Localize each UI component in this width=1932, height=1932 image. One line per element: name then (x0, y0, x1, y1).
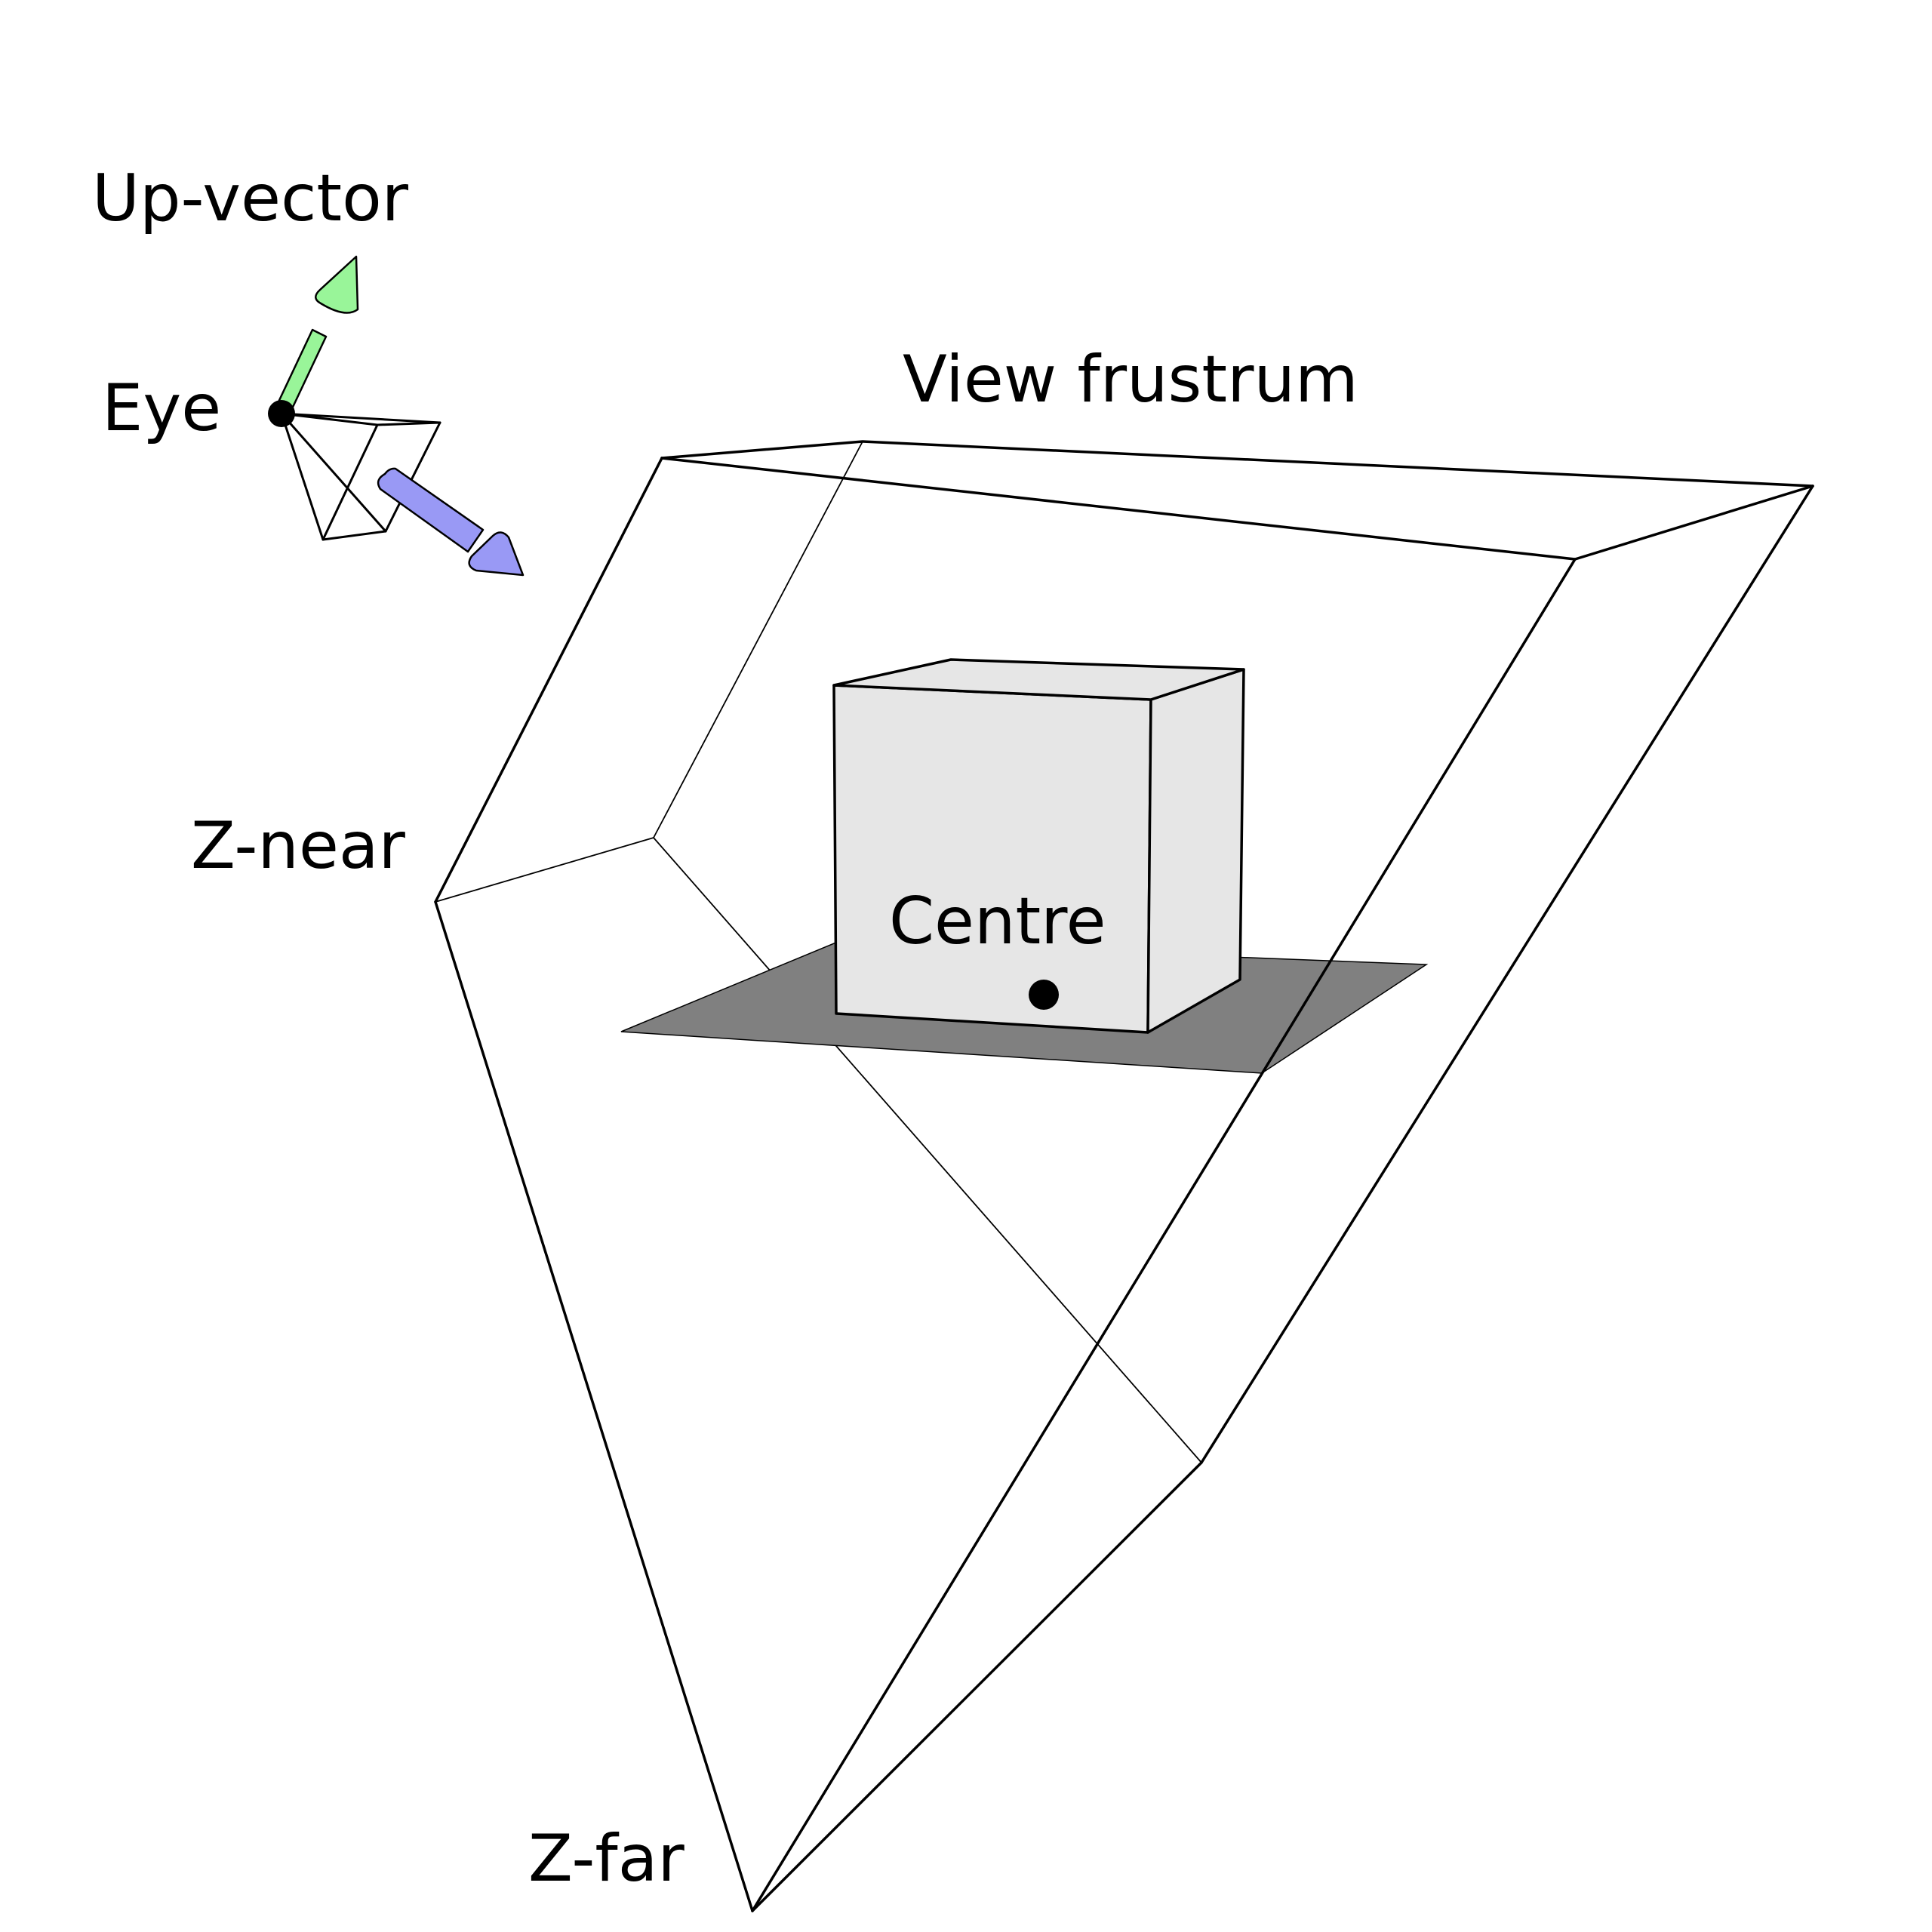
up-vector-arrow-icon (274, 255, 359, 417)
eye-label: Eye (102, 371, 221, 446)
left-lower-edge (434, 900, 754, 1912)
z-near-label: Z-near (191, 808, 406, 884)
camera-icon (280, 412, 441, 541)
box-side-face (1146, 668, 1245, 1034)
hidden-edge-left (435, 837, 654, 903)
box-top-face (832, 658, 1245, 701)
box-front-face (832, 684, 1152, 1034)
hidden-edge-top (653, 441, 863, 838)
view-frustum-label: View frustrum (903, 342, 1358, 417)
near-to-far-upper-edge (660, 457, 1577, 561)
hidden-edge-diagonal (653, 837, 1202, 1463)
left-upper-edge (434, 457, 663, 903)
far-bottom-edge (751, 1461, 1203, 1912)
eye-point (268, 400, 295, 427)
centre-point (1029, 980, 1059, 1010)
frustum-hidden-edges (435, 441, 1202, 1463)
frustum-visible-edges (434, 440, 1814, 1912)
box (832, 658, 1245, 1034)
near-plane-top-edge (660, 440, 1814, 488)
z-far-label: Z-far (528, 1821, 685, 1897)
near-plane-right-edge (1574, 485, 1814, 561)
centre-label: Centre (889, 884, 1106, 959)
right-long-edge (1200, 485, 1814, 1464)
front-long-edge (751, 558, 1577, 1912)
up-vector-label: Up-vector (92, 161, 409, 236)
view-direction-arrow-icon (377, 467, 525, 577)
